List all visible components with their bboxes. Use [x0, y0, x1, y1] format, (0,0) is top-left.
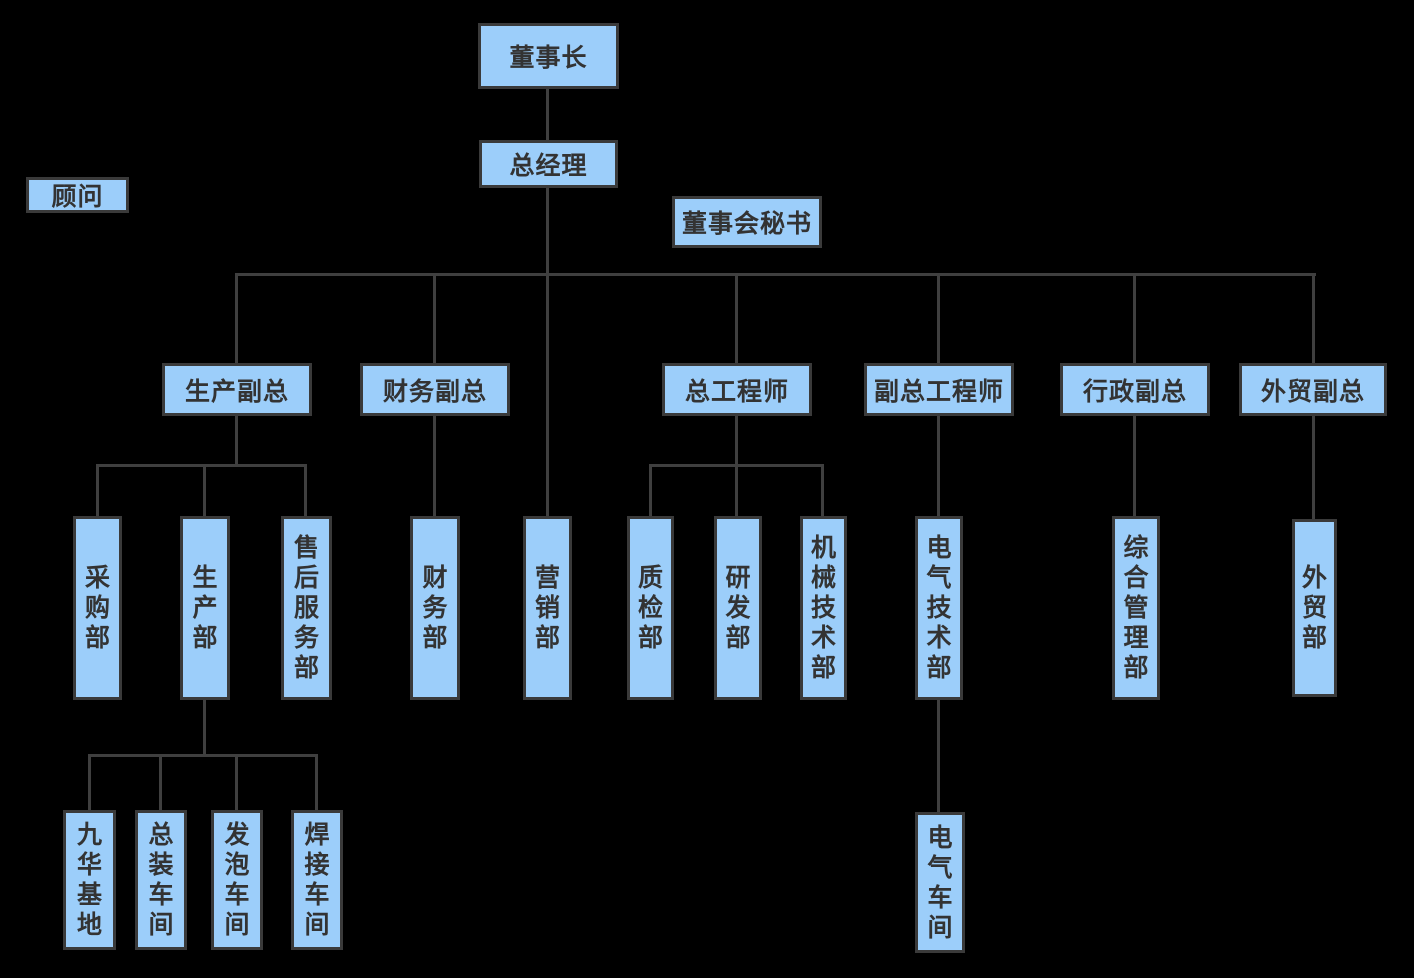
- node-label: 生产部: [192, 563, 218, 652]
- node-deputy-chief-engineer[interactable]: 副总工程师: [864, 363, 1014, 416]
- node-foreign-trade-vp[interactable]: 外贸副总: [1239, 363, 1387, 416]
- node-label: 质检部: [637, 563, 663, 652]
- connector-line: [96, 464, 307, 467]
- node-rnd-dept[interactable]: 研发部: [714, 516, 762, 700]
- node-label: 副总工程师: [873, 376, 1004, 406]
- connector-line: [546, 188, 549, 517]
- node-label: 机械技术部: [810, 533, 836, 682]
- node-label: 售后服务部: [293, 533, 319, 682]
- node-label: 外贸部: [1301, 563, 1327, 652]
- connector-line: [96, 464, 99, 517]
- node-chairman[interactable]: 董事长: [478, 23, 619, 89]
- connector-line: [235, 416, 238, 467]
- node-label: 总工程师: [684, 376, 789, 406]
- node-label: 财务副总: [382, 376, 487, 406]
- node-electrical-workshop[interactable]: 电气车间: [915, 812, 965, 953]
- node-finance-dept[interactable]: 财务部: [410, 516, 460, 700]
- connector-line: [433, 273, 436, 364]
- connector-line: [159, 754, 162, 810]
- node-label: 行政副总: [1082, 376, 1187, 406]
- connector-line: [735, 273, 738, 364]
- connector-line: [203, 464, 206, 517]
- node-label: 营销部: [534, 563, 560, 652]
- connector-line: [649, 464, 652, 517]
- node-label: 总经理: [509, 151, 588, 180]
- node-advisor[interactable]: 顾问: [26, 177, 129, 213]
- node-general-manager[interactable]: 总经理: [479, 140, 618, 188]
- node-label: 总装车间: [148, 820, 174, 939]
- connector-line: [821, 464, 824, 517]
- node-label: 董事长: [509, 43, 588, 72]
- node-after-sales-dept[interactable]: 售后服务部: [281, 516, 332, 700]
- node-label: 生产副总: [184, 376, 289, 406]
- node-chief-engineer[interactable]: 总工程师: [662, 363, 812, 416]
- connector-line: [315, 754, 318, 810]
- node-mech-tech-dept[interactable]: 机械技术部: [800, 516, 847, 700]
- connector-line: [235, 273, 238, 364]
- node-label: 发泡车间: [224, 820, 250, 939]
- node-label: 电气车间: [927, 822, 953, 942]
- node-quality-dept[interactable]: 质检部: [627, 516, 674, 700]
- node-label: 研发部: [725, 563, 751, 652]
- node-label: 财务部: [422, 563, 448, 652]
- node-finance-vp[interactable]: 财务副总: [360, 363, 510, 416]
- connector-line: [1133, 273, 1136, 364]
- node-foreign-trade-dept[interactable]: 外贸部: [1292, 519, 1337, 697]
- node-label: 采购部: [84, 563, 110, 652]
- node-label: 外贸副总: [1260, 376, 1365, 406]
- connector-line: [1312, 416, 1315, 520]
- connector-line: [88, 754, 91, 810]
- node-purchasing-dept[interactable]: 采购部: [73, 516, 122, 700]
- connector-line: [546, 89, 549, 141]
- node-foaming-workshop[interactable]: 发泡车间: [211, 810, 263, 950]
- connector-line: [235, 754, 238, 810]
- node-label: 电气技术部: [926, 533, 952, 682]
- connector-line: [304, 464, 307, 517]
- connector-line: [937, 700, 940, 812]
- node-label: 综合管理部: [1123, 533, 1149, 682]
- connector-line: [937, 273, 940, 364]
- node-jiuhua-base[interactable]: 九华基地: [63, 810, 116, 950]
- connector-line: [203, 700, 206, 757]
- node-admin-vp[interactable]: 行政副总: [1060, 363, 1210, 416]
- connector-line: [1133, 416, 1136, 517]
- node-label: 董事会秘书: [681, 209, 812, 238]
- node-board-secretary[interactable]: 董事会秘书: [672, 196, 822, 248]
- node-label: 焊接车间: [304, 820, 330, 939]
- node-marketing-dept[interactable]: 营销部: [523, 516, 572, 700]
- connector-line: [88, 754, 318, 757]
- node-welding-workshop[interactable]: 焊接车间: [291, 810, 343, 950]
- connector-line: [235, 273, 1316, 276]
- node-assembly-workshop[interactable]: 总装车间: [135, 810, 187, 950]
- node-production-dept[interactable]: 生产部: [180, 516, 230, 700]
- connector-line: [433, 416, 436, 517]
- node-elec-tech-dept[interactable]: 电气技术部: [915, 516, 963, 700]
- connector-line: [1312, 273, 1315, 364]
- node-general-mgmt-dept[interactable]: 综合管理部: [1112, 516, 1160, 700]
- node-label: 顾问: [51, 182, 104, 211]
- connector-line: [649, 464, 824, 467]
- node-production-vp[interactable]: 生产副总: [162, 363, 312, 416]
- connector-line: [937, 416, 940, 517]
- node-label: 九华基地: [76, 820, 102, 939]
